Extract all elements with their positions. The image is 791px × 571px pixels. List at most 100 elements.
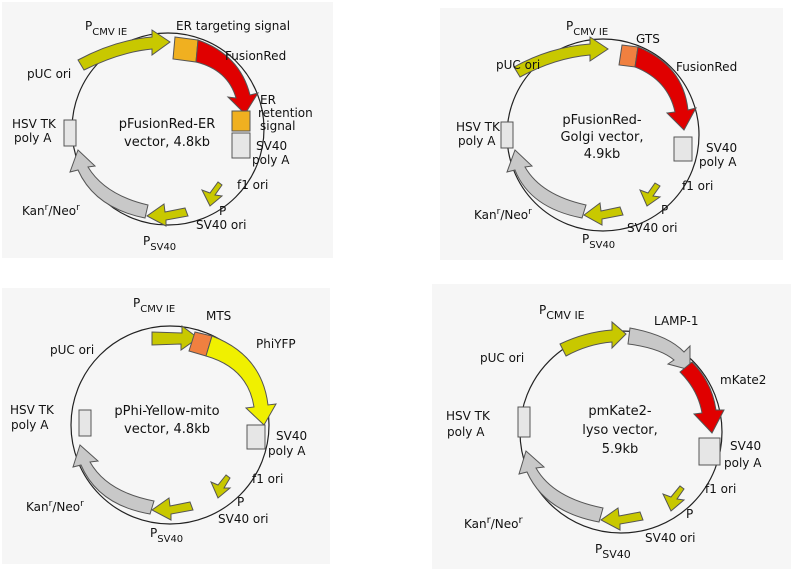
gts-label: GTS [636,32,660,46]
plasmid-name-line-3: 4.9kb [584,147,620,162]
sv40-ori-label: SV40 ori [627,221,678,235]
plasmid-name-line-2: vector, 4.8kb [124,135,210,150]
sv40-ori-label: SV40 ori [218,512,269,526]
sv40-promoter-arrow [583,202,624,226]
sv40-polya-label-2: poly A [724,456,762,470]
plasmid-map-1: PCMV IE ER targeting signal FusionRed ER… [12,19,313,253]
promoter-label: PCMV IE [85,19,127,38]
psv40-label: PSV40 [143,234,176,253]
sv40-promoter-arrow [151,497,194,521]
sv40-polya-label-2: poly A [252,153,290,167]
kan-neo-arrow [518,450,604,523]
kan-neo-label: Kanr/Neor [22,203,80,218]
phiyfp-label: PhiYFP [256,337,296,351]
psv40-label: PSV40 [150,526,183,545]
mkate2-label: mKate2 [720,373,766,387]
kan-neo-arrow [506,149,587,219]
cmv-promoter-arrow [151,325,199,351]
hsv-tk-polya-box [78,409,92,437]
kan-neo-arrow [72,444,155,515]
plasmid-name-line-2: lyso vector, [582,423,658,438]
mkate2-arrow [679,361,725,434]
p-label: P [237,495,244,509]
lamp1-arrow [627,327,691,371]
p-label: P [686,507,693,521]
hsv-tk-label-1: HSV TK [10,403,55,417]
plasmid-name-line-2: vector, 4.8kb [124,422,210,437]
fusionred-label: FusionRed [676,60,737,74]
kan-neo-label: Kanr/Neor [26,499,84,514]
sv40-polya-label-1: SV40 [276,429,307,443]
sv40-polya-box [698,437,721,466]
plasmid-name-line-3: 5.9kb [602,442,638,457]
puc-ori-label: pUC ori [480,351,524,365]
plasmid-name-line-1: pFusionRed- [562,113,642,128]
psv40-label: PSV40 [595,542,631,561]
f1-ori-label: f1 ori [237,178,268,192]
sv40-ori-label: SV40 ori [196,218,247,232]
hsv-tk-label-2: poly A [14,131,52,145]
promoter-label: PCMV IE [566,19,608,38]
plasmid-map-4: PCMV IE LAMP-1 mKate2 SV40 poly A f1 ori… [446,303,766,561]
sv40-polya-label-1: SV40 [730,439,761,453]
hsv-tk-polya-box [500,121,514,149]
hsv-tk-polya-box [63,119,77,147]
sv40-polya-box [231,132,251,159]
f1-ori-arrow [639,182,662,207]
sv40-polya-label-2: poly A [699,155,737,169]
fusionred-arrow [195,39,260,115]
er-retention-label-2: retention [258,106,313,120]
cmv-promoter-arrow [559,320,627,357]
plasmid-name-line-1: pmKate2- [588,404,652,419]
er-targeting-signal-label: ER targeting signal [176,19,290,33]
promoter-label: PCMV IE [133,296,175,315]
psv40-label: PSV40 [582,232,615,251]
promoter-label: PCMV IE [539,303,585,322]
kan-neo-arrow [69,149,149,219]
cmv-promoter-arrow [77,29,171,71]
sv40-ori-label: SV40 ori [645,531,696,545]
f1-ori-arrow [210,474,232,499]
sv40-polya-label-1: SV40 [256,139,287,153]
plasmid-map-2: PCMV IE GTS FusionRed SV40 poly A f1 ori… [456,19,737,251]
fusionred-label: FusionRed [225,49,286,63]
sv40-polya-label-1: SV40 [706,141,737,155]
puc-ori-label: pUC ori [50,343,94,357]
sv40-polya-label-2: poly A [268,444,306,458]
kan-neo-label: Kanr/Neor [464,515,524,531]
kan-neo-label: Kanr/Neor [474,207,532,222]
hsv-tk-label-2: poly A [11,418,49,432]
er-retention-label-1: ER [260,93,276,107]
sv40-promoter-arrow [146,203,189,227]
hsv-tk-label-2: poly A [447,425,485,439]
plasmid-name-line-2: Golgi vector, [560,130,643,145]
hsv-tk-label-2: poly A [458,134,496,148]
p-label: P [661,203,668,217]
hsv-tk-polya-box [517,406,531,438]
plasmid-name-line-1: pFusionRed-ER [119,117,215,132]
hsv-tk-label-1: HSV TK [446,409,491,423]
f1-ori-label: f1 ori [252,472,283,486]
er-retention-signal-segment [231,110,251,132]
er-targeting-signal-segment [172,36,199,63]
f1-ori-arrow [200,181,224,207]
puc-ori-label: pUC ori [27,67,71,81]
backbone-circle [70,325,270,525]
lamp1-label: LAMP-1 [654,314,698,328]
sv40-polya-box [673,136,693,162]
cmv-promoter-arrow [513,36,609,78]
plasmid-name-line-1: pPhi-Yellow-mito [114,404,219,419]
fusionred-arrow [634,46,697,131]
sv40-promoter-arrow [600,507,644,531]
f1-ori-arrow [662,485,686,512]
hsv-tk-label-1: HSV TK [12,117,57,131]
puc-ori-label: pUC ori [496,58,540,72]
p-label: P [219,204,226,218]
plasmid-map-3: PCMV IE MTS PhiYFP SV40 poly A f1 ori P … [10,296,307,545]
f1-ori-label: f1 ori [682,179,713,193]
hsv-tk-label-1: HSV TK [456,120,501,134]
sv40-polya-box [246,424,266,450]
plasmid-panel-fusionred-golgi [440,8,783,260]
er-retention-label-3: signal [260,119,296,133]
